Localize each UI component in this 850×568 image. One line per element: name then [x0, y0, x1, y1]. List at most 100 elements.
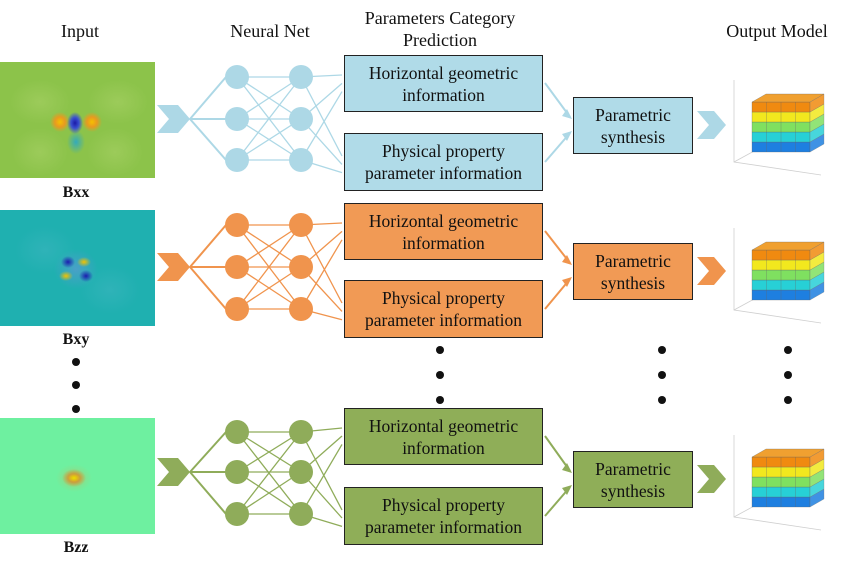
connection — [236, 471, 302, 515]
input-chevron-icon — [157, 105, 190, 133]
neuron — [289, 255, 313, 279]
geo-line2: information — [402, 84, 485, 105]
cube-top — [751, 93, 825, 103]
input-map-bxy — [0, 210, 155, 326]
neuron — [289, 148, 313, 172]
connection — [189, 118, 227, 161]
neuron — [289, 297, 313, 321]
neuron — [289, 420, 313, 444]
input-chevron-icon — [157, 458, 190, 486]
output-model-bzz — [733, 435, 825, 531]
connection — [236, 431, 302, 473]
geo-line2: information — [402, 437, 485, 458]
synth-line1: Parametric — [595, 104, 671, 125]
ellipsis-dot — [658, 346, 666, 354]
row-label-bxy: Bxy — [62, 331, 90, 348]
synth-line2: synthesis — [600, 126, 666, 147]
output-model-bxy — [733, 228, 825, 324]
connection — [236, 431, 302, 515]
connection — [300, 76, 343, 157]
neuron — [225, 65, 249, 89]
phys-line2: parameter information — [365, 310, 522, 330]
neuron — [225, 297, 249, 321]
connection — [189, 431, 227, 473]
ellipsis-dot — [72, 358, 80, 366]
neuron — [289, 65, 313, 89]
cube-top — [751, 448, 825, 458]
connection — [236, 76, 302, 120]
ellipsis-dot — [658, 371, 666, 379]
arrowhead-icon — [562, 131, 572, 141]
arrowhead-icon — [562, 255, 572, 265]
connection — [189, 266, 227, 310]
neuron — [225, 107, 249, 131]
output-chevron-icon — [697, 465, 726, 493]
neuron — [225, 460, 249, 484]
connection — [300, 431, 343, 511]
neuron — [225, 502, 249, 526]
phys-line2: parameter information — [365, 163, 522, 183]
geo-line1: Horizontal geometric — [368, 62, 519, 83]
neuron — [225, 148, 249, 172]
header-params-line1: Parameters Category — [364, 8, 516, 28]
header-neural-net: Neural Net — [230, 21, 310, 41]
row-label-bzz: Bzz — [63, 539, 89, 556]
connection — [236, 76, 302, 161]
ellipsis-dot — [436, 371, 444, 379]
geo-line2: information — [402, 232, 485, 253]
input-chevron-icon — [157, 253, 190, 281]
synth-line2: synthesis — [600, 480, 666, 501]
phys-line2: parameter information — [365, 517, 522, 537]
ellipsis-dot — [72, 405, 80, 413]
phys-line1: Physical property — [382, 141, 505, 161]
ellipsis-dot — [784, 346, 792, 354]
neuron — [225, 213, 249, 237]
connection — [300, 444, 343, 515]
synth-line1: Parametric — [595, 458, 671, 479]
arrowhead-icon — [562, 463, 572, 473]
connection — [236, 224, 302, 310]
neuron — [225, 420, 249, 444]
connection — [189, 224, 227, 268]
ellipsis-dot — [436, 346, 444, 354]
arrowhead-icon — [562, 485, 572, 495]
header-params: Parameters Category Prediction — [340, 7, 540, 51]
synth-line1: Parametric — [595, 250, 671, 271]
ellipsis-dot — [436, 396, 444, 404]
output-chevron-icon — [697, 111, 726, 139]
ellipsis-dot — [784, 371, 792, 379]
neuron — [289, 213, 313, 237]
phys-line1: Physical property — [382, 495, 505, 515]
header-params-line2: Prediction — [403, 30, 477, 50]
neuron — [289, 502, 313, 526]
input-map-bzz — [0, 418, 155, 534]
neuron — [289, 460, 313, 484]
cube-top — [751, 241, 825, 251]
ellipsis-dot — [658, 396, 666, 404]
ellipsis-dot — [784, 396, 792, 404]
input-map-bxx — [0, 62, 155, 178]
connection — [300, 91, 343, 161]
header-input: Input — [61, 21, 99, 41]
neuron — [225, 255, 249, 279]
connection — [236, 224, 302, 268]
output-chevron-icon — [697, 257, 726, 285]
output-model-bxx — [733, 80, 825, 176]
connection — [300, 224, 343, 304]
geo-line1: Horizontal geometric — [368, 210, 519, 231]
connection — [300, 239, 343, 310]
row-label-bxx: Bxx — [62, 184, 90, 201]
geo-line1: Horizontal geometric — [368, 415, 519, 436]
connection — [189, 471, 227, 515]
connection — [189, 76, 227, 120]
